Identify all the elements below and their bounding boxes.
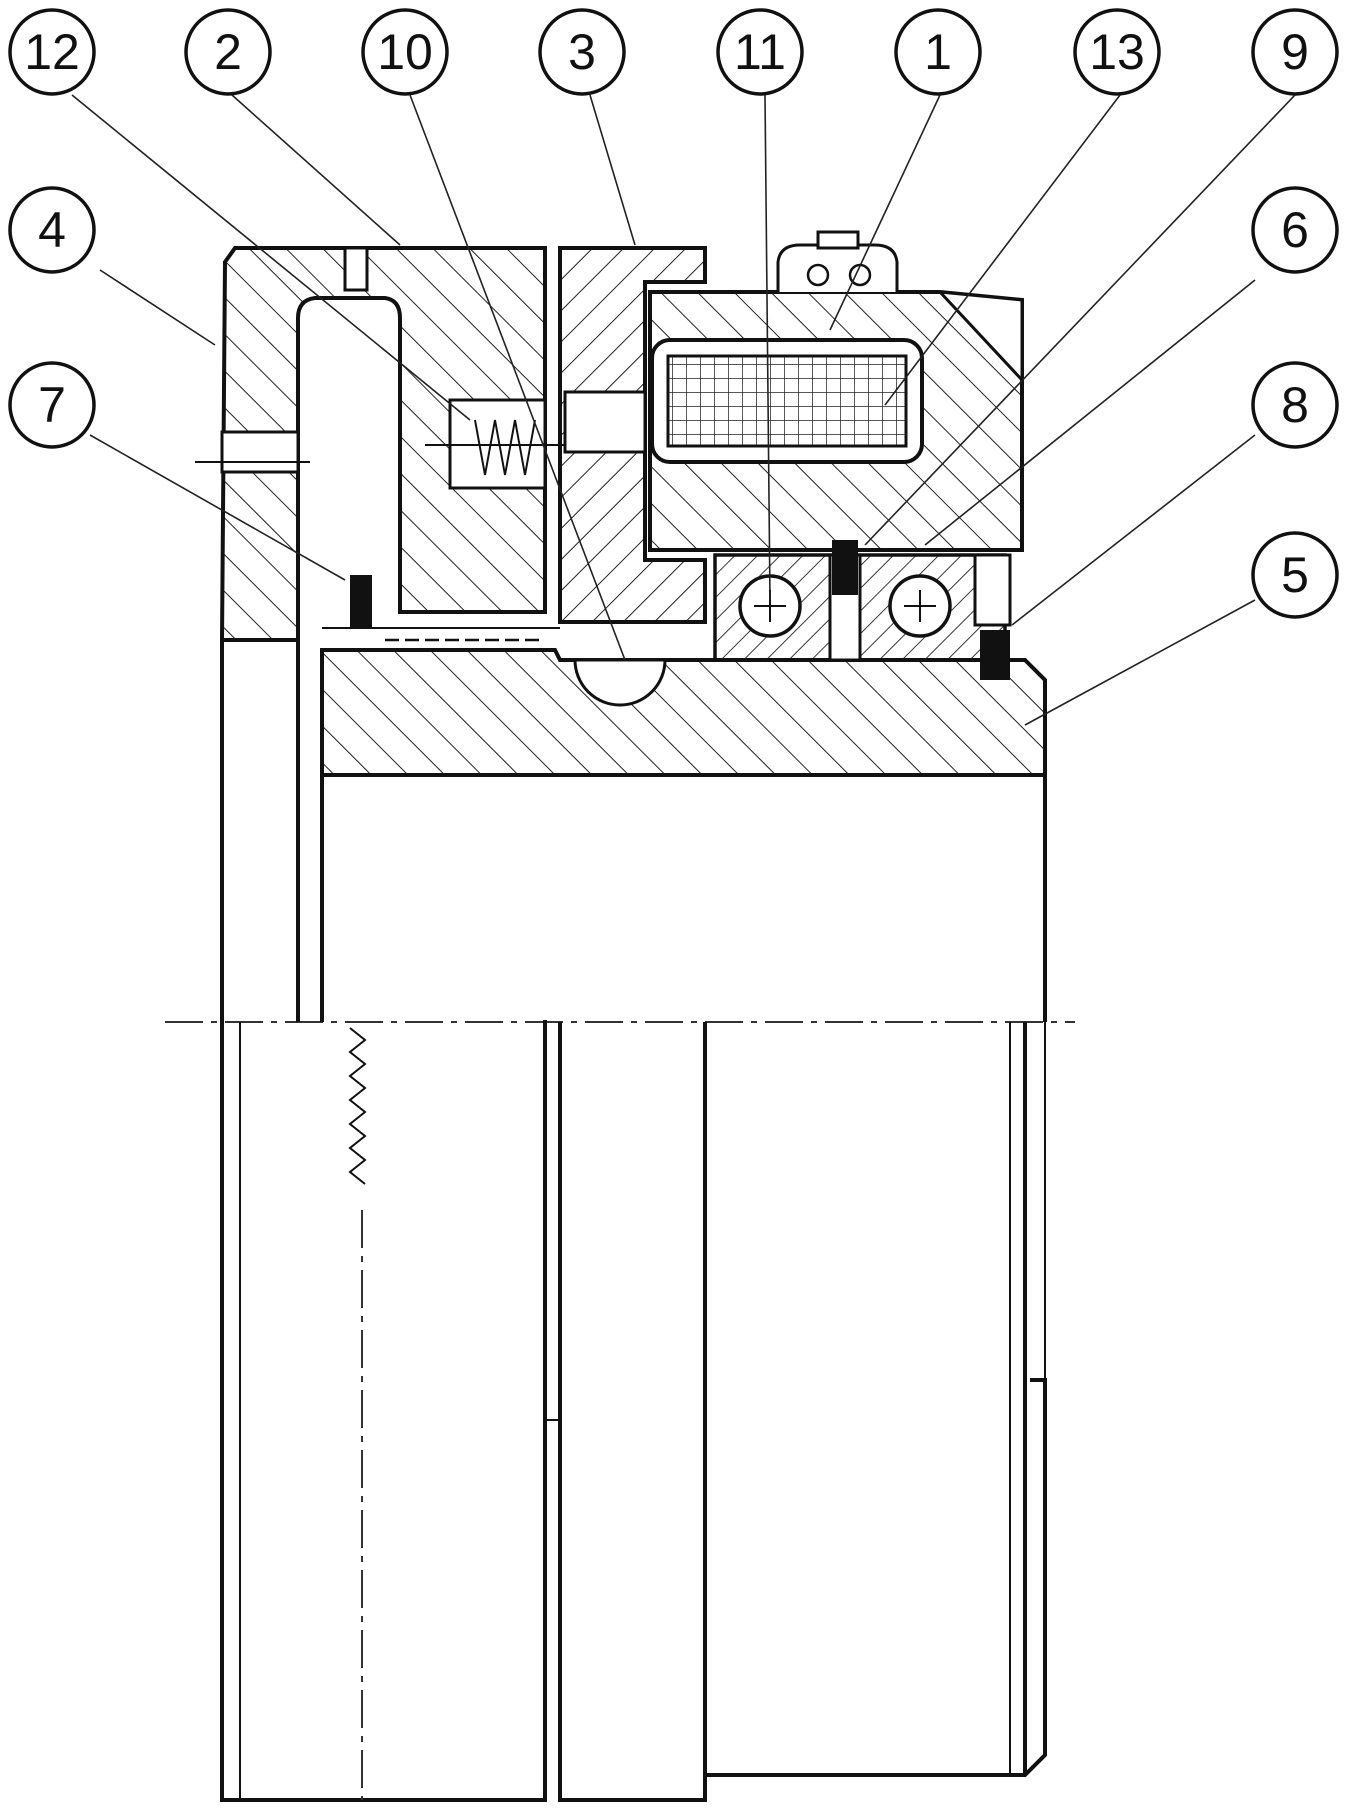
leader-1 (829, 94, 941, 331)
magnet-chamfer (936, 290, 1024, 384)
callout-5-label: 5 (1281, 547, 1309, 603)
part-11-bearing (713, 553, 1012, 662)
callout-3-label: 3 (568, 24, 596, 80)
callout-10: 10 (361, 8, 449, 96)
callout-9-label: 9 (1281, 24, 1309, 80)
leader-6 (924, 279, 1256, 546)
callout-13-label: 13 (1089, 24, 1145, 80)
callout-11-label: 11 (734, 24, 786, 80)
callout-11: 11 (716, 8, 804, 96)
leader-4 (99, 269, 216, 346)
terminal-wire-a (806, 263, 830, 287)
callout-1-label: 1 (924, 24, 952, 80)
callout-3: 3 (538, 8, 626, 96)
callout-1: 1 (894, 8, 982, 96)
callout-13: 13 (1073, 8, 1161, 96)
thread-profile (348, 1027, 367, 1185)
leader-lines (71, 94, 1296, 726)
part-2-collar (219, 246, 547, 642)
spring (474, 419, 536, 476)
upper-section (195, 230, 1047, 777)
callout-6: 6 (1251, 186, 1339, 274)
lower-armature-outline (543, 1022, 707, 1802)
key-half-circle (573, 658, 667, 707)
callout-7-label: 7 (38, 377, 66, 433)
terminal-screw (816, 230, 860, 250)
pin-hole (563, 390, 647, 454)
radial-bore (220, 430, 300, 474)
callout-5: 5 (1251, 531, 1339, 619)
callout-12-label: 12 (24, 24, 80, 80)
lower-hub-outline (705, 1378, 1047, 1777)
part-7-seal (350, 575, 372, 627)
terminal-connector (776, 243, 899, 292)
callout-4: 4 (8, 186, 96, 274)
callout-12: 12 (8, 8, 96, 96)
coil-winding (666, 354, 908, 448)
callout-7: 7 (8, 361, 96, 449)
lower-body-outline (220, 640, 547, 1802)
leader-13 (884, 94, 1121, 406)
lower-view (220, 640, 1047, 1802)
callout-2-label: 2 (214, 24, 242, 80)
callout-8-label: 8 (1281, 377, 1309, 433)
part-6-spacer (832, 540, 858, 595)
leader-2 (231, 94, 401, 246)
leader-12 (71, 94, 471, 421)
leader-7 (89, 434, 346, 581)
leader-8 (1011, 434, 1256, 626)
callout-8: 8 (1251, 361, 1339, 449)
callout-10-label: 10 (377, 24, 433, 80)
leader-3 (589, 94, 636, 246)
leader-9 (864, 94, 1296, 546)
callout-9: 9 (1251, 8, 1339, 96)
leader-10 (409, 94, 626, 661)
leader-11 (764, 94, 771, 601)
part-5-hub (320, 648, 1047, 777)
part-8-seal (980, 630, 1010, 680)
leader-5 (1024, 599, 1256, 726)
top-slot (343, 246, 369, 292)
callout-4-label: 4 (38, 202, 66, 258)
callout-6-label: 6 (1281, 202, 1309, 258)
callout-2: 2 (184, 8, 272, 96)
callouts: 12 2 10 3 11 1 13 9 4 6 7 8 5 (8, 8, 1339, 619)
